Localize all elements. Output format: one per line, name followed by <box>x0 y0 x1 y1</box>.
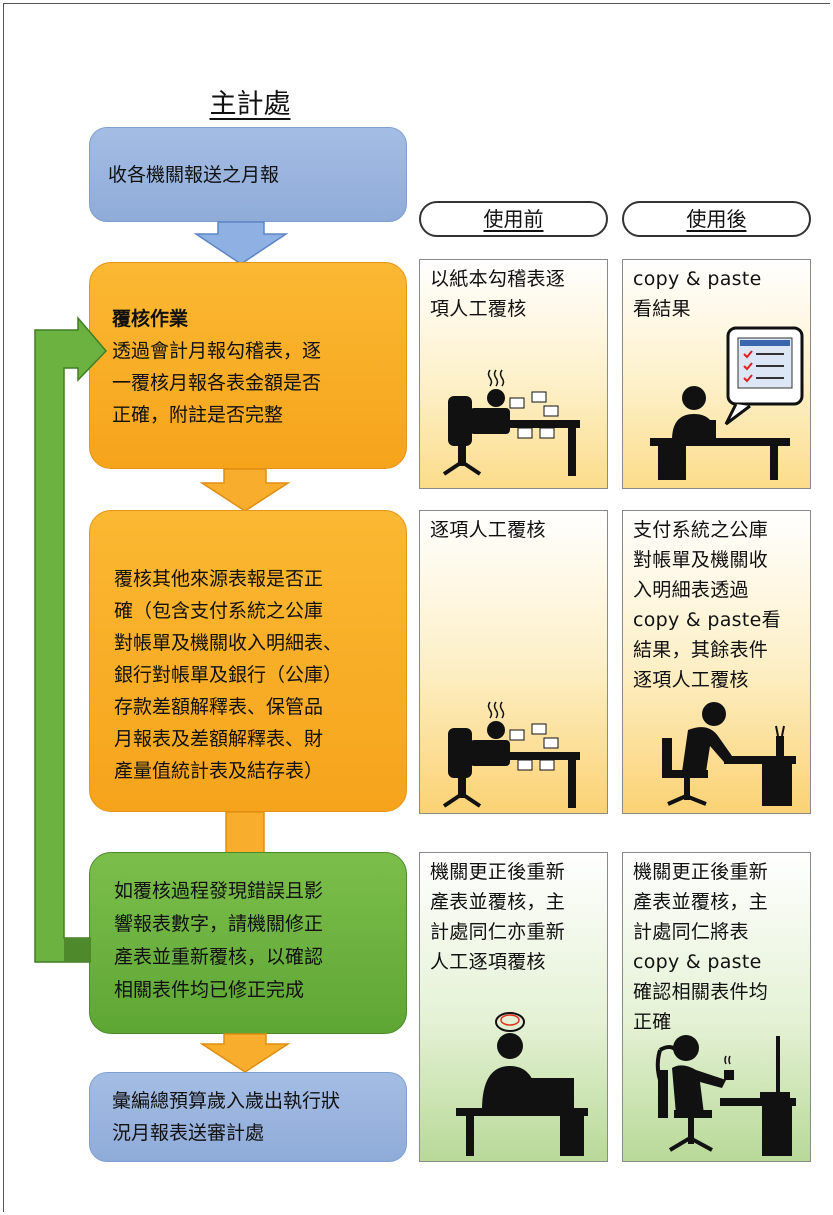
flow-step-review-operation: 覆核作業 透過會計月報勾稽表，逐 一覆核月報各表金額是否 正確，附註是否完整 <box>89 262 407 469</box>
flow-step-review-other-sources: 覆核其他來源表報是否正 確（包含支付系統之公庫 對帳單及機關收入明細表、 銀行對… <box>89 510 407 812</box>
feedback-loop-arrow-icon <box>34 315 108 963</box>
panel-after-correction-text: 機關更正後重新 產表並覆核，主 計處同仁將表 copy & paste 確認相關… <box>633 861 769 1033</box>
flow-step-review-title: 覆核作業 <box>112 308 189 330</box>
person-stressed-at-desk-icon <box>442 701 580 808</box>
flow-step-other-sources-text: 覆核其他來源表報是否正 確（包含支付系統之公庫 對帳單及機關收入明細表、 銀行對… <box>114 568 343 782</box>
flow-step-compile-report: 彙編總預算歲入歲出執行狀 況月報表送審計處 <box>89 1072 407 1162</box>
panel-before-other-sources: 逐項人工覆核 <box>419 510 608 814</box>
flow-step-correction-text: 如覆核過程發現錯誤且影 響報表數字，請機關修正 產表並重新覆核，以確認 相關表件… <box>114 880 324 1001</box>
person-writing-at-desk-icon <box>662 702 796 806</box>
panel-before-other-sources-text: 逐項人工覆核 <box>430 519 546 541</box>
connector-block-icon <box>225 811 265 855</box>
person-frustrated-at-laptop-icon <box>456 1012 588 1156</box>
header-after: 使用後 <box>622 201 811 237</box>
person-at-laptop-with-checklist-icon <box>650 326 804 480</box>
flow-step-compile-report-text: 彙編總預算歲入歲出執行狀 況月報表送審計處 <box>112 1090 341 1144</box>
panel-after-other-sources-text: 支付系統之公庫 對帳單及機關收 入明細表透過 copy & paste看 結果，… <box>633 519 781 691</box>
down-arrow-2-icon <box>199 468 291 512</box>
header-before: 使用前 <box>419 201 608 237</box>
down-arrow-1-icon <box>193 221 289 265</box>
flow-step-review-body: 透過會計月報勾稽表，逐 一覆核月報各表金額是否 正確，附註是否完整 <box>112 340 322 426</box>
flow-step-correction: 如覆核過程發現錯誤且影 響報表數字，請機關修正 產表並重新覆核，以確認 相關表件… <box>89 852 407 1034</box>
page-title: 主計處 <box>209 89 291 120</box>
panel-before-correction-text: 機關更正後重新 產表並覆核，主 計處同仁亦重新 人工逐項覆核 <box>430 861 566 973</box>
panel-before-review-text: 以紙本勾稽表逐 項人工覆核 <box>430 268 566 320</box>
page-frame <box>3 3 830 1212</box>
panel-before-review: 以紙本勾稽表逐 項人工覆核 <box>419 259 608 489</box>
flow-step-receive-reports: 收各機關報送之月報 <box>89 127 407 222</box>
person-relaxed-with-coffee-icon <box>655 1035 796 1156</box>
person-stressed-at-desk-icon <box>442 369 580 476</box>
flow-step-receive-reports-text: 收各機關報送之月報 <box>108 163 280 186</box>
down-arrow-3-icon <box>199 1033 291 1073</box>
panel-after-review-text: copy & paste 看結果 <box>633 268 762 320</box>
